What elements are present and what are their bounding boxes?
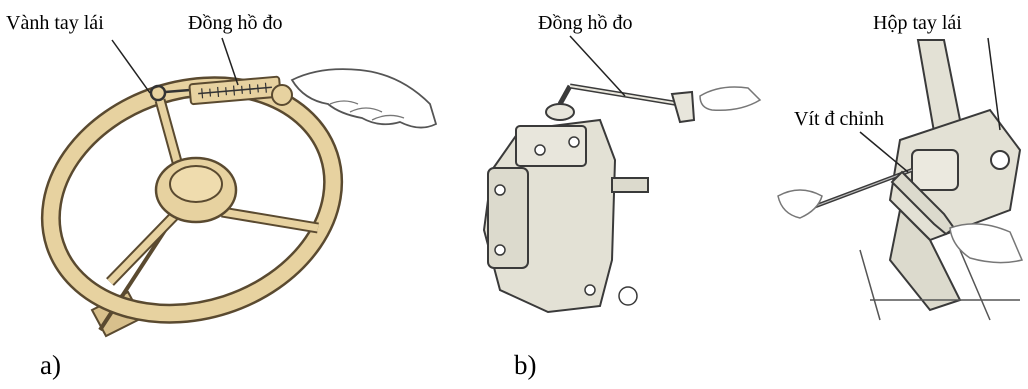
label-gauge-a: Đồng hồ đo <box>188 12 282 34</box>
wheel-spoke-right-fill <box>222 212 318 228</box>
torque-gauge-handle <box>672 92 694 122</box>
label-steering-wheel-rim: Vành tay lái <box>6 12 104 34</box>
wheel-spoke-left-fill <box>110 212 178 282</box>
label-adjusting-screw: Vít đ chỉnh <box>792 108 886 130</box>
label-steering-box: Hộp tay lái <box>873 12 962 34</box>
wheel-hub-cap <box>170 166 222 202</box>
panel-letter-b: b) <box>514 350 537 380</box>
panel-letter-a: a) <box>40 350 61 380</box>
pump-side-cover <box>488 168 528 268</box>
gauge-pull-ring <box>272 85 292 105</box>
hand-icon-c-right <box>950 224 1022 263</box>
steering-box-cover <box>912 150 958 190</box>
figure-c <box>778 38 1022 320</box>
steering-box-bolt <box>991 151 1009 169</box>
shaft-coupling <box>546 104 574 120</box>
hand-icon-b <box>700 87 760 110</box>
pump-fitting <box>612 178 648 192</box>
label-gauge-b: Đồng hồ đo <box>538 12 632 34</box>
leader-vanh-tay-lai <box>112 40 150 93</box>
figure-b <box>484 36 760 312</box>
hand-icon-c-left <box>778 190 822 218</box>
figure-a <box>21 38 436 349</box>
shaft-upright <box>560 86 570 104</box>
